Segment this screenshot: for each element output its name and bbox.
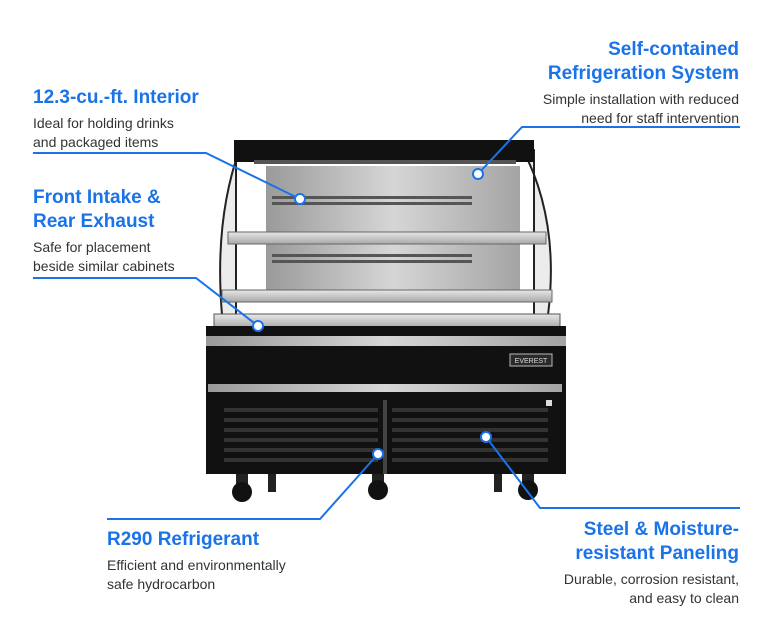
callout-refrigeration-system: Self-contained Refrigeration System Simp… — [439, 38, 739, 128]
callout-description: Durable, corrosion resistant, and easy t… — [563, 571, 739, 606]
grille-right — [392, 408, 548, 462]
callout-title: 12.3-cu.-ft. Interior — [33, 87, 199, 108]
callout-title: R290 Refrigerant — [107, 529, 260, 550]
cabinet-lower: EVEREST — [206, 326, 566, 474]
callout-title: Steel & Moisture- resistant Paneling — [575, 519, 739, 564]
callout-interior: 12.3-cu.-ft. Interior Ideal for holding … — [33, 86, 293, 152]
callout-description: Safe for placement beside similar cabine… — [33, 239, 175, 274]
callout-title: Self-contained Refrigeration System — [547, 39, 739, 84]
casters — [232, 474, 538, 502]
callout-paneling: Steel & Moisture- resistant Paneling Dur… — [439, 518, 739, 608]
callout-description: Simple installation with reduced need fo… — [542, 91, 739, 126]
leader-lines — [33, 126, 740, 520]
callout-title: Front Intake & Rear Exhaust — [33, 187, 161, 232]
brand-plate: EVEREST — [515, 358, 548, 365]
callout-description: Ideal for holding drinks and packaged it… — [33, 115, 174, 150]
grille-left — [224, 408, 378, 462]
callout-refrigerant: R290 Refrigerant Efficient and environme… — [107, 528, 367, 594]
back-vents — [272, 196, 472, 263]
callout-intake-exhaust: Front Intake & Rear Exhaust Safe for pla… — [33, 186, 293, 276]
leader-dots — [252, 168, 492, 460]
callout-description: Efficient and environmentally safe hydro… — [107, 557, 286, 592]
cabinet-upper — [213, 140, 561, 329]
